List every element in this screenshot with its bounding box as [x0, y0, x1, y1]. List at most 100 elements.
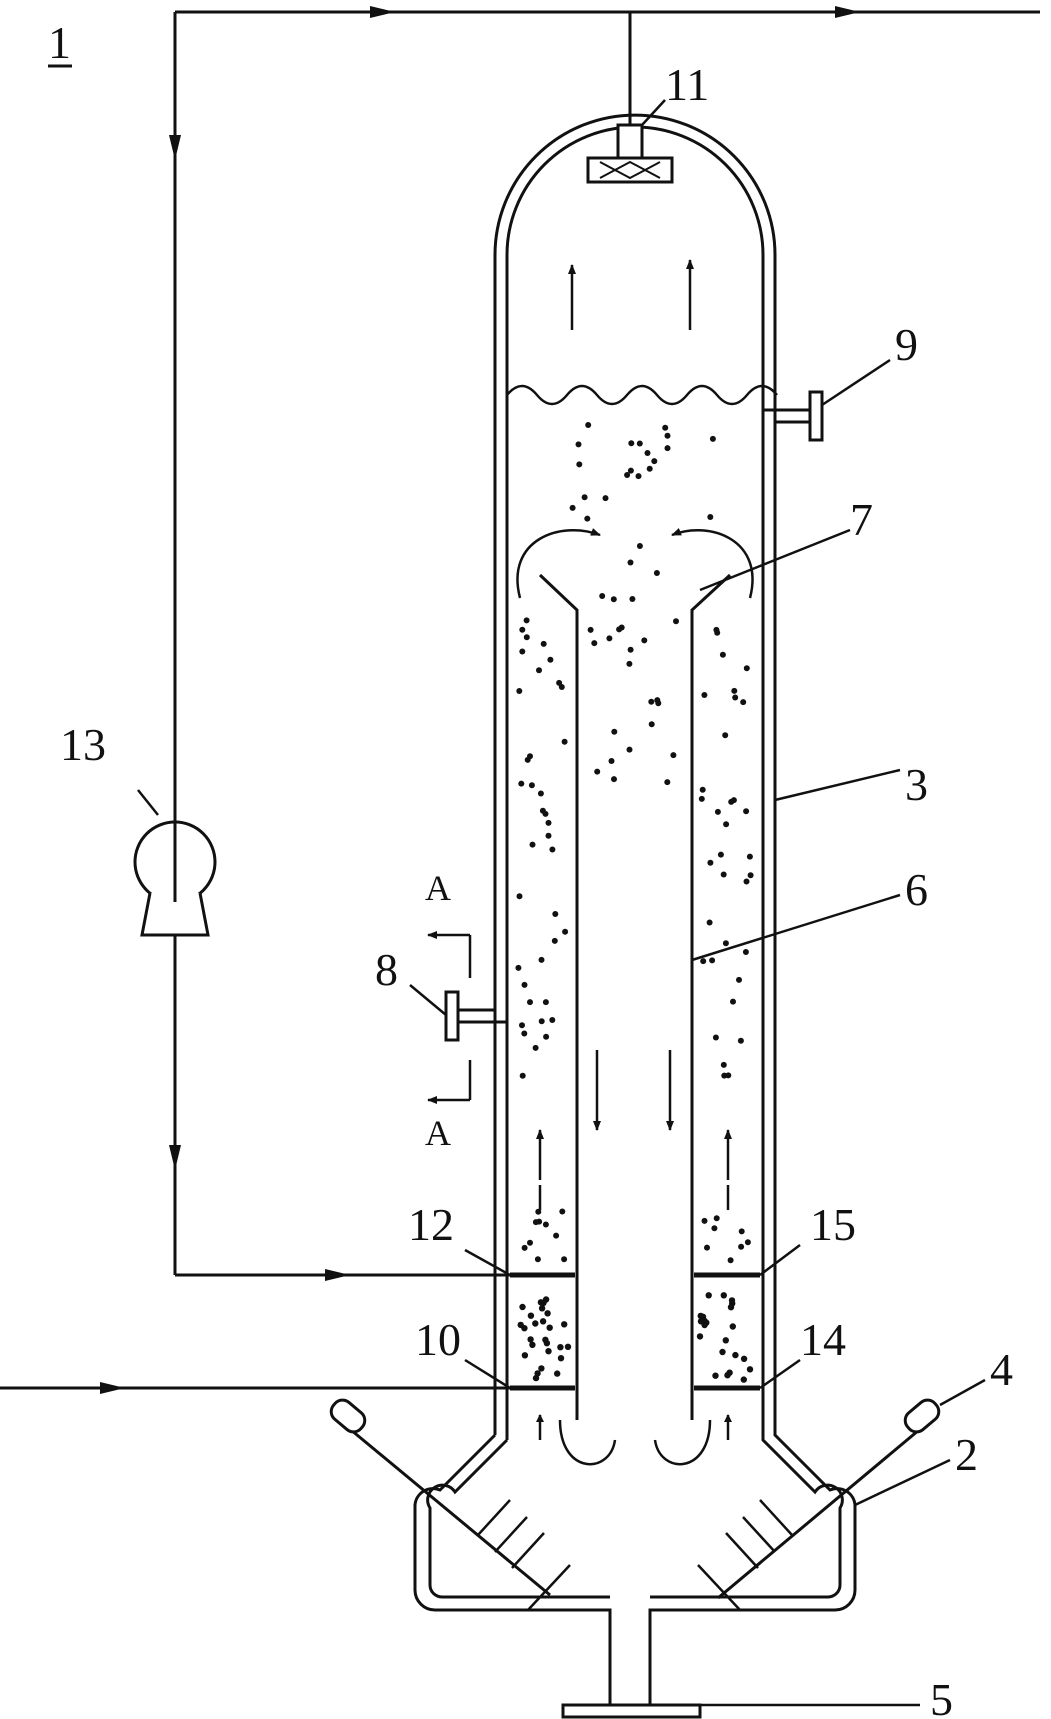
- particle-dot: [538, 956, 545, 963]
- particle-dot: [628, 440, 635, 447]
- particle-dot: [551, 937, 558, 944]
- particle-dot: [532, 1219, 539, 1226]
- particle-dot: [736, 976, 742, 983]
- particle-dot: [627, 559, 634, 566]
- label-system: 1: [48, 17, 71, 68]
- particle-dot: [542, 810, 549, 817]
- particle-dot: [553, 1232, 560, 1239]
- particle-dot: [519, 626, 526, 633]
- particle-dot: [728, 798, 735, 805]
- particle-dot: [616, 626, 623, 633]
- particle-dot: [519, 1022, 525, 1029]
- particle-dot: [712, 1372, 719, 1379]
- particle-dot: [538, 1365, 545, 1372]
- particle-dot: [523, 634, 530, 641]
- particle-dot: [740, 1376, 747, 1383]
- label-outlet: 5: [930, 1674, 953, 1719]
- particle-dot: [594, 768, 601, 775]
- particle-dot: [653, 570, 660, 576]
- particle-dot: [549, 1017, 556, 1023]
- particle-dot: [547, 656, 554, 663]
- particle-dot: [521, 981, 528, 988]
- particle-dot: [537, 790, 544, 797]
- recycle-line: [169, 12, 565, 1281]
- particle-dot: [747, 872, 754, 879]
- particle-dot: [724, 1372, 731, 1379]
- particle-dot: [519, 1303, 526, 1311]
- particle-dot: [699, 786, 706, 793]
- particle-dot: [518, 780, 525, 787]
- particle-dot: [704, 1244, 710, 1251]
- particle-dot: [523, 617, 530, 624]
- particles: [515, 422, 754, 1383]
- particle-dot: [545, 819, 552, 826]
- particle-dot: [743, 665, 750, 672]
- particle-dot: [641, 637, 648, 644]
- particle-dot: [714, 629, 721, 636]
- particle-dot: [727, 1257, 734, 1264]
- leader-lines: [409, 99, 986, 1707]
- particle-dot: [519, 648, 526, 655]
- particle-dot: [542, 1221, 549, 1228]
- particle-dot: [654, 697, 661, 704]
- flow-arrow-left: [370, 6, 395, 18]
- particle-dot: [519, 1072, 526, 1079]
- particle-dot: [542, 1336, 549, 1344]
- section-mark-a: [427, 931, 472, 1104]
- particle-dot: [719, 1348, 726, 1356]
- particle-dot: [636, 440, 643, 447]
- particle-dot: [552, 911, 559, 917]
- particle-dot: [719, 651, 726, 658]
- particle-dot: [539, 1318, 547, 1325]
- particle-dot: [532, 1320, 539, 1327]
- particle-dot: [527, 1336, 534, 1343]
- particle-dot: [648, 698, 655, 705]
- particle-dot: [706, 919, 713, 926]
- particle-dot: [707, 514, 714, 520]
- particle-dot: [561, 1256, 568, 1263]
- label-section-bottom: A: [425, 1113, 451, 1153]
- particle-dot: [626, 746, 633, 753]
- particle-dot: [698, 795, 705, 802]
- particle-dot: [711, 1225, 718, 1232]
- particle-dot: [701, 1321, 708, 1329]
- label-feed-inlet: 10: [415, 1314, 461, 1365]
- top-pipeline: [175, 6, 1040, 125]
- particle-dot: [709, 957, 716, 964]
- particle-dot: [738, 1243, 745, 1250]
- particle-dot: [701, 1217, 708, 1224]
- particle-dot: [542, 999, 549, 1006]
- particle-dot: [557, 1344, 564, 1351]
- particle-dot: [534, 1256, 541, 1263]
- particle-dot: [545, 832, 552, 839]
- particle-dot: [529, 1341, 536, 1349]
- particle-dot: [720, 1292, 727, 1299]
- particle-dot: [673, 618, 679, 625]
- particle-dot: [664, 779, 671, 786]
- particle-dot: [662, 424, 669, 431]
- particle-dot: [644, 450, 651, 456]
- particle-dot: [559, 1208, 566, 1215]
- particle-dot: [712, 1034, 719, 1041]
- label-inner-tube: 6: [905, 864, 928, 915]
- label-top-fitting: 11: [665, 59, 709, 110]
- particle-dot: [538, 1018, 545, 1025]
- particle-dot: [585, 422, 592, 428]
- label-flare: 7: [850, 494, 873, 545]
- particle-dot: [731, 687, 738, 694]
- particle-dot: [549, 846, 556, 853]
- particle-dot: [664, 432, 671, 439]
- circulation-arrow: [671, 527, 754, 599]
- particle-dot: [611, 728, 618, 735]
- particle-dot: [581, 494, 588, 501]
- particle-dot: [528, 782, 535, 789]
- label-lower-head: 2: [955, 1429, 978, 1480]
- side-port-upper: [763, 390, 824, 442]
- particle-dot: [524, 756, 531, 763]
- particle-dot: [529, 841, 536, 848]
- particle-dot: [720, 1061, 727, 1068]
- pump-icon: [133, 789, 217, 937]
- particle-dot: [599, 593, 606, 599]
- ultrasonic-transducer-left: [329, 1398, 571, 1611]
